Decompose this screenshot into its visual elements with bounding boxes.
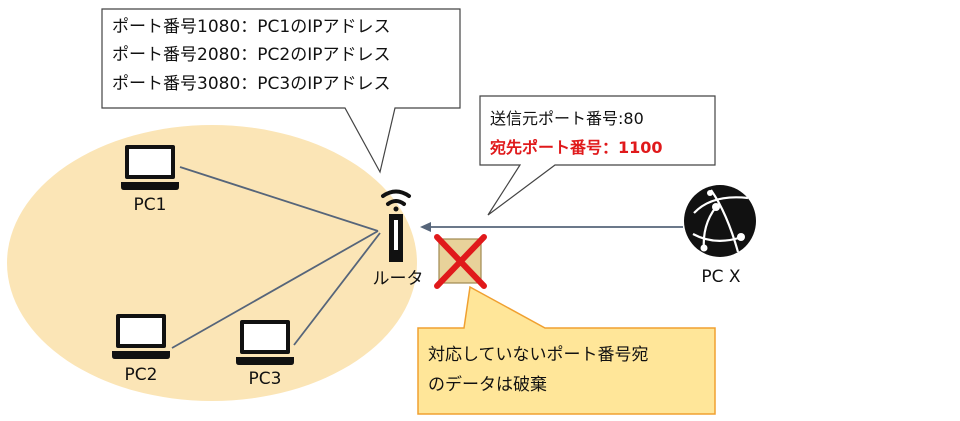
discard-callout: 対応していないポート番号宛 のデータは破棄 <box>417 285 716 415</box>
globe-network-icon <box>684 185 756 257</box>
router-callout-line-2: ポート番号2080：PC2のIPアドレス <box>112 45 390 65</box>
lan-links <box>171 166 381 349</box>
pc2-node: PC2 <box>112 314 170 385</box>
pc1-node: PC1 <box>121 145 179 215</box>
dest-port-label: 宛先ポート番号：1100 <box>489 138 663 157</box>
pcx-node: PC X <box>684 185 756 287</box>
discarded-packet <box>434 234 487 289</box>
source-port-label: 送信元ポート番号:80 <box>490 109 644 128</box>
wireless-router-icon <box>381 189 411 262</box>
cross-icon <box>434 234 487 289</box>
laptop-icon <box>112 314 170 359</box>
pcx-label: PC X <box>701 267 741 287</box>
pc1-label: PC1 <box>134 195 167 215</box>
link-pc2-router <box>171 230 379 349</box>
lan-area <box>7 125 417 401</box>
pc3-label: PC3 <box>249 369 282 389</box>
laptop-icon <box>121 145 179 190</box>
discard-callout-line-1: 対応していないポート番号宛 <box>428 345 649 365</box>
link-pc3-router <box>293 232 381 346</box>
router-callout-line-3: ポート番号3080：PC3のIPアドレス <box>112 74 390 94</box>
router-callout: ポート番号1080：PC1のIPアドレス ポート番号2080：PC2のIPアドレ… <box>101 8 461 174</box>
discard-callout-line-2: のデータは破棄 <box>428 374 547 395</box>
link-pc1-router <box>179 166 379 232</box>
laptop-icon <box>236 320 294 365</box>
pc2-label: PC2 <box>125 365 158 385</box>
router-node: ルータ <box>373 189 424 289</box>
router-callout-line-1: ポート番号1080：PC1のIPアドレス <box>112 17 390 37</box>
router-label: ルータ <box>373 269 424 289</box>
pc3-node: PC3 <box>236 320 294 389</box>
packet-callout: 送信元ポート番号:80 宛先ポート番号：1100 <box>479 95 716 216</box>
incoming-packet-arrow <box>420 222 683 232</box>
